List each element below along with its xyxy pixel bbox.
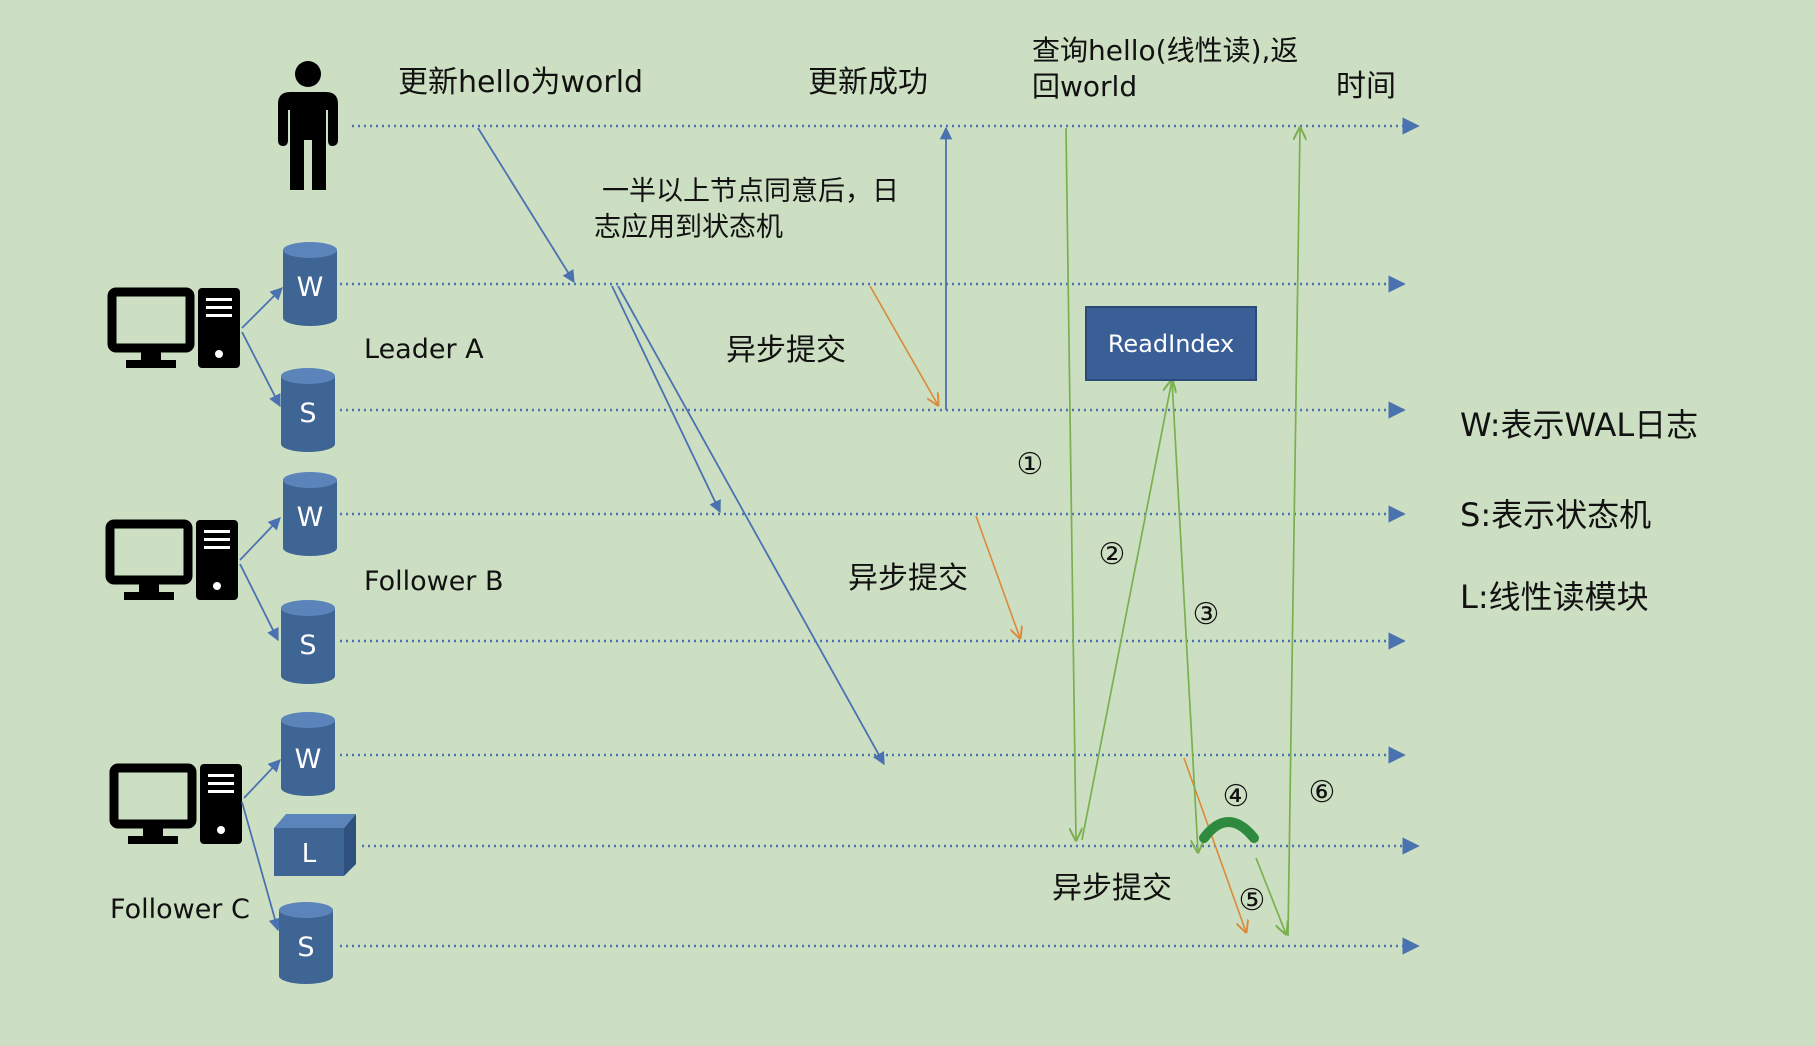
step-1-marker: ①	[1017, 447, 1044, 482]
step-3-marker: ③	[1193, 597, 1220, 632]
step-2-readindex-request-arrow	[1081, 380, 1172, 841]
follower-c-linear-read-cube: L	[274, 814, 356, 876]
follower-b-async-commit-label: 异步提交	[848, 561, 968, 596]
step-markers: ① ② ③ ④ ⑤ ⑥	[1017, 447, 1336, 918]
follower-c-async-commit-label: 异步提交	[1052, 871, 1172, 906]
write-flow-arrows	[477, 126, 953, 766]
text-labels: 更新hello为world 更新成功 查询hello(线性读),返 回world…	[110, 34, 1698, 925]
update-request-label: 更新hello为world	[398, 65, 643, 100]
follower-b-wal-cylinder: W	[283, 472, 337, 556]
step-6-return-result-arrow	[1287, 128, 1300, 937]
step-5-marker: ⑤	[1239, 883, 1266, 918]
client-person-icon	[278, 61, 338, 190]
timelines	[340, 117, 1420, 955]
leader-a-label: Leader A	[364, 334, 484, 365]
leader-a-wal-cylinder: W	[283, 242, 337, 326]
computer-storage-connectors	[239, 287, 283, 932]
wal-label: W	[297, 272, 324, 303]
follower-b-async-commit-arrow	[975, 515, 1020, 638]
follower-b-state-machine-cylinder: S	[281, 600, 335, 684]
wal-label: W	[295, 744, 322, 775]
linear-read-label: L	[302, 839, 317, 869]
query-label-line2: 回world	[1032, 70, 1137, 103]
state-machine-label: S	[299, 630, 316, 661]
readindex-label: ReadIndex	[1108, 330, 1234, 358]
client-to-leader-arrow	[477, 127, 575, 284]
legend-linear-read: L:线性读模块	[1460, 578, 1649, 616]
time-label: 时间	[1336, 69, 1396, 104]
step-4-marker: ④	[1223, 779, 1250, 814]
state-machine-label: S	[297, 932, 314, 963]
legend-wal: W:表示WAL日志	[1460, 406, 1698, 444]
step-5-wait-apply-arrow	[1255, 857, 1286, 934]
follower-c-wal-cylinder: W	[281, 712, 335, 796]
async-commit-arrows	[869, 285, 1246, 932]
step-4-wait-icon	[1199, 817, 1259, 843]
step-2-marker: ②	[1099, 537, 1126, 572]
leader-to-follower-b-arrow	[611, 285, 721, 514]
query-label-line1: 查询hello(线性读),返	[1032, 34, 1298, 67]
leader-a-state-machine-cylinder: S	[281, 368, 335, 452]
readindex-box: ReadIndex	[1085, 306, 1257, 381]
follower-c-label: Follower C	[110, 894, 250, 925]
follower-b-label: Follower B	[364, 566, 504, 597]
leader-async-commit-label: 异步提交	[726, 333, 846, 368]
update-success-label: 更新成功	[808, 65, 928, 100]
legend-state-machine: S:表示状态机	[1460, 496, 1651, 534]
leader-a-computer-icon	[107, 287, 240, 368]
wal-label: W	[297, 502, 324, 533]
step-6-marker: ⑥	[1309, 775, 1336, 810]
majority-agree-label-line1: 一半以上节点同意后，日	[602, 176, 899, 207]
majority-agree-label-line2: 志应用到状态机	[594, 212, 783, 243]
leader-to-follower-c-arrow	[617, 285, 885, 766]
follower-c-computer-icon	[109, 763, 242, 844]
step-3-readindex-response-arrow	[1171, 379, 1198, 852]
state-machine-label: S	[299, 398, 316, 429]
linear-read-flow-arrows	[1065, 127, 1300, 937]
leader-async-commit-arrow	[869, 285, 938, 405]
follower-c-state-machine-cylinder: S	[279, 902, 333, 984]
follower-b-computer-icon	[105, 519, 238, 600]
client-query-to-follower-c-arrow	[1065, 127, 1076, 840]
